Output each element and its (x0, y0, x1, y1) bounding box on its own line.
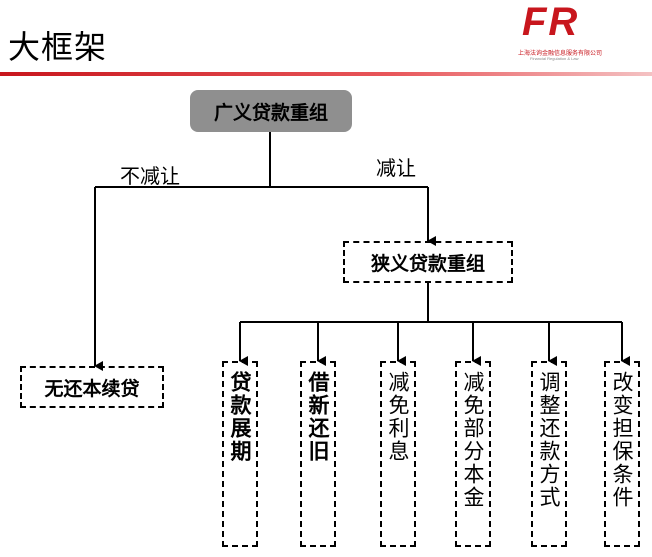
page-title: 大框架 (8, 28, 108, 67)
logo-text-en: Financial Regulation & Law (530, 56, 579, 61)
child-node-label: 减免利息 (386, 371, 410, 463)
child-node-label: 借新还旧 (306, 371, 330, 463)
company-logo: FR 上海法询金融信息服务有限公司 Financial Regulation &… (512, 0, 624, 61)
narrow-restructuring-node: 狭义贷款重组 (343, 241, 513, 283)
root-node: 广义贷款重组 (190, 90, 352, 132)
child-node-label: 减免部分本金 (461, 371, 485, 509)
header-divider (0, 72, 652, 76)
child-node-label: 贷款展期 (228, 371, 252, 463)
child-node-refinance: 借新还旧 (300, 361, 336, 547)
no-principal-renewal-node: 无还本续贷 (20, 366, 164, 408)
edge-label-concession: 减让 (376, 156, 416, 180)
child-node-collateral-change: 改变担保条件 (604, 361, 640, 547)
child-node-interest-waiver: 减免利息 (380, 361, 416, 547)
edge-label-no-concession: 不减让 (120, 164, 180, 188)
logo-mark: FR (522, 0, 580, 44)
child-node-principal-waiver: 减免部分本金 (455, 361, 491, 547)
child-node-label: 调整还款方式 (537, 371, 561, 509)
logo-text-cn: 上海法询金融信息服务有限公司 (518, 50, 603, 57)
child-node-repayment-change: 调整还款方式 (531, 361, 567, 547)
child-node-label: 改变担保条件 (610, 371, 634, 509)
child-node-extension: 贷款展期 (222, 361, 258, 547)
